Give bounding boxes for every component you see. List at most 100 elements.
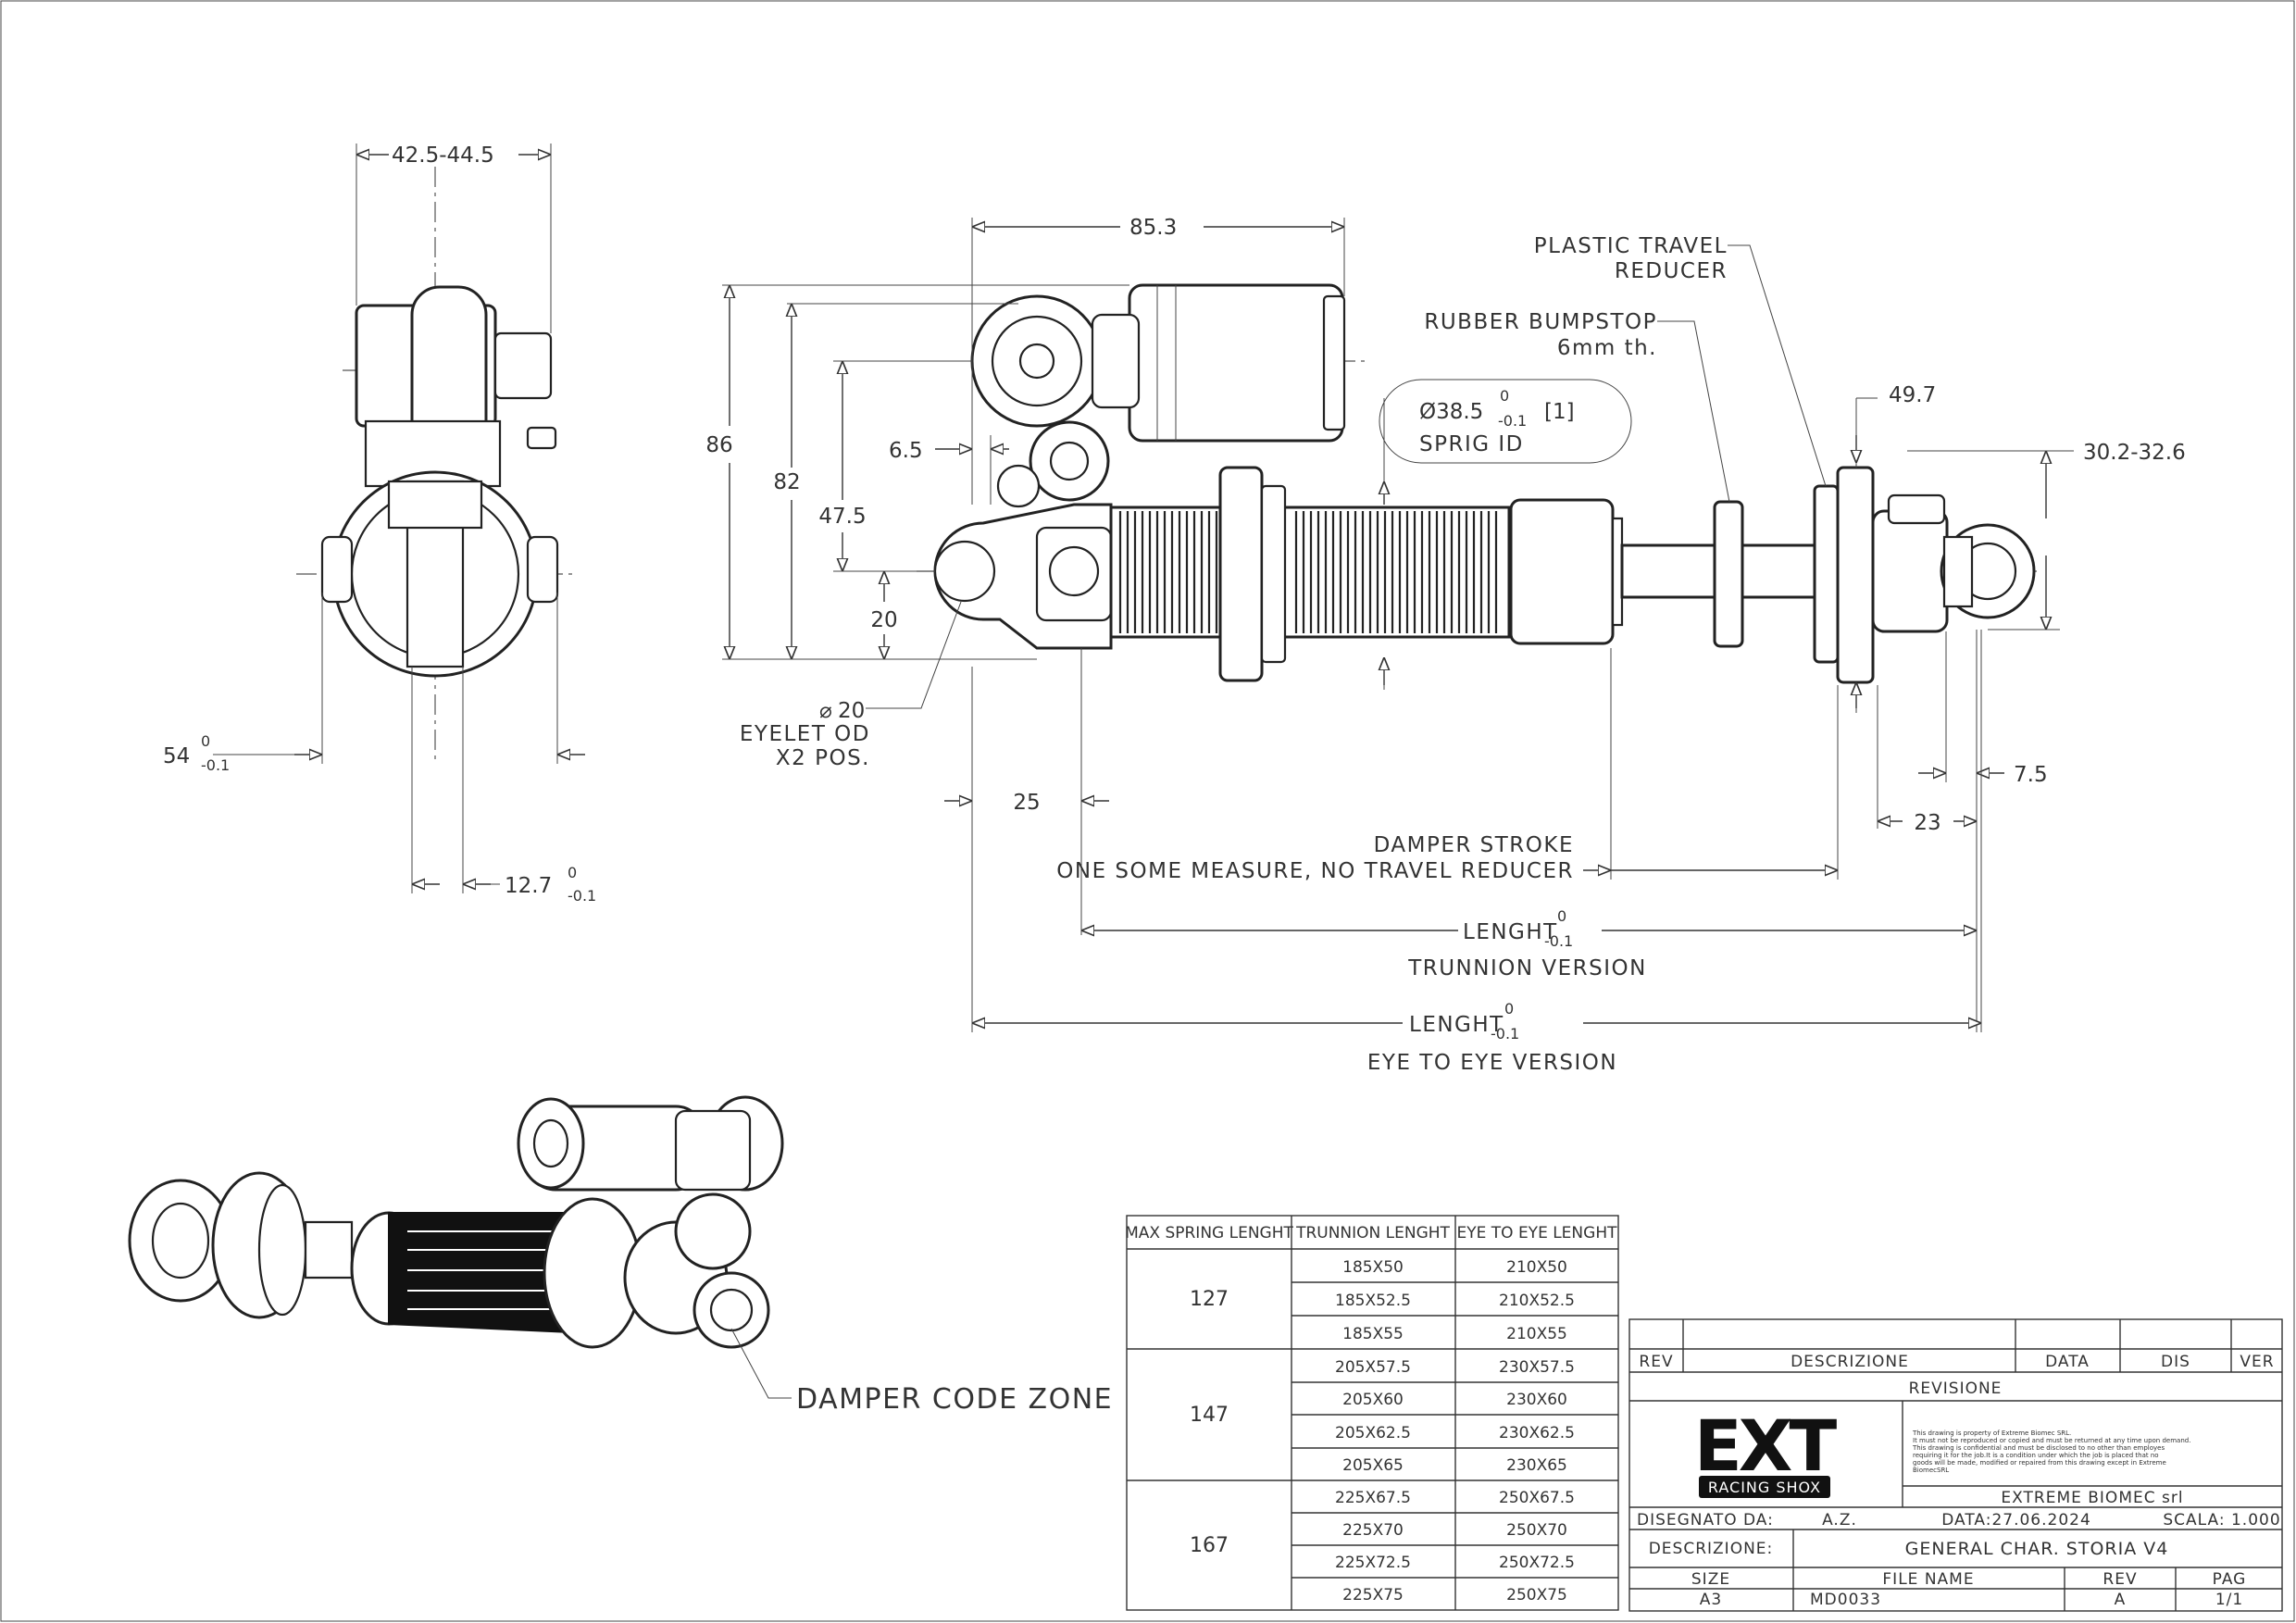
front-view xyxy=(917,283,2041,684)
dim-54-text: 54 xyxy=(163,744,190,768)
table-spring-127: 127 xyxy=(1190,1288,1229,1311)
table-cell: 205X60 xyxy=(1342,1391,1404,1409)
damper-stroke-line1: DAMPER STROKE xyxy=(1374,833,1574,857)
tb-data-header: DATA xyxy=(2045,1353,2090,1371)
eyelet-od-value: 20 xyxy=(838,699,865,723)
spring-id-value: Ø38.5 xyxy=(1419,400,1483,424)
eye-tol-upper: 0 xyxy=(1504,1000,1514,1017)
table-cell: 250X70 xyxy=(1506,1521,1567,1540)
table-cell: 205X65 xyxy=(1342,1456,1404,1475)
tb-disegnato-label: DISEGNATO DA: xyxy=(1637,1511,1774,1529)
table-cell: 230X62.5 xyxy=(1499,1424,1575,1442)
dim-86-text: 86 xyxy=(705,433,732,457)
dim-25-text: 25 xyxy=(1013,791,1040,815)
dim-top-width: 42.5-44.5 xyxy=(356,144,552,333)
table-cell: 250X75 xyxy=(1506,1586,1567,1604)
tb-dis-header: DIS xyxy=(2161,1353,2190,1371)
spring-id-tol-upper: 0 xyxy=(1500,387,1509,405)
logo-main: EXT xyxy=(1694,1405,1838,1487)
plastic-travel-line2: REDUCER xyxy=(1615,259,1728,283)
tb-revisione: REVISIONE xyxy=(1909,1380,2003,1398)
dim-54-tol-lower: -0.1 xyxy=(201,756,230,774)
dim-49-7-text: 49.7 xyxy=(1889,383,1936,407)
dim-offset-25: 25 xyxy=(944,648,1109,1032)
damper-stroke-line2: ONE SOME MEASURE, NO TRAVEL REDUCER xyxy=(1056,859,1574,883)
logo-sub: RACING SHOX xyxy=(1708,1479,1821,1496)
eye-tol-lower: -0.1 xyxy=(1491,1025,1519,1042)
callout-rubber-bumpstop: RUBBER BUMPSTOP 6mm th. xyxy=(1424,310,1730,503)
spring-id-tol-lower: -0.1 xyxy=(1498,412,1527,430)
legal-line5: goods will be made, modified or repaired… xyxy=(1913,1459,2166,1467)
eyelet-positions-text: X2 POS. xyxy=(776,746,870,770)
dim-23: 23 xyxy=(1877,685,1977,835)
isometric-view xyxy=(128,1095,784,1349)
table-cell: 225X75 xyxy=(1342,1586,1404,1604)
table-header-spring: MAX SPRING LENGHT xyxy=(1125,1224,1293,1242)
tb-pag-label: PAG xyxy=(2213,1570,2247,1589)
dim-damper-stroke: DAMPER STROKE ONE SOME MEASURE, NO TRAVE… xyxy=(1056,648,1839,883)
table-cell: 185X55 xyxy=(1342,1325,1404,1343)
dim-width-54: 54 0 -0.1 xyxy=(163,593,585,774)
table-cell: 230X57.5 xyxy=(1499,1358,1575,1377)
dim-30-2-32-6: 30.2-32.6 xyxy=(1907,441,2186,630)
legal-line3: This drawing is confidential and must be… xyxy=(1912,1444,2165,1452)
spring-id-label: SPRIG ID xyxy=(1419,432,1524,456)
callout-damper-code-zone: DAMPER CODE ZONE xyxy=(730,1328,1113,1416)
trunnion-length-text: LENGHT xyxy=(1463,920,1558,944)
dim-54-tol-upper: 0 xyxy=(201,732,210,750)
tb-data-value: DATA:27.06.2024 xyxy=(1941,1511,2091,1529)
thread-lines xyxy=(1118,511,1498,633)
eyelet-od-text: EYELET OD xyxy=(740,722,870,746)
plastic-travel-line1: PLASTIC TRAVEL xyxy=(1534,234,1728,258)
eye-length-text: LENGHT xyxy=(1409,1013,1504,1037)
dim-12-7-text: 12.7 xyxy=(505,874,552,898)
dim-eye-20: 20 xyxy=(861,571,935,660)
dim-top-width-text: 42.5-44.5 xyxy=(392,144,494,168)
table-cell: 230X60 xyxy=(1506,1391,1567,1409)
tb-size-label: SIZE xyxy=(1691,1570,1730,1589)
dim-85-3-text: 85.3 xyxy=(1129,216,1177,240)
ext-logo: EXT RACING SHOX xyxy=(1694,1405,1841,1498)
callout-eyelet-od: ⌀ 20 EYELET OD X2 POS. xyxy=(740,601,962,770)
dim-eye-to-eye-length: LENGHT 0 -0.1 EYE TO EYE VERSION xyxy=(972,630,1982,1075)
side-view xyxy=(296,167,574,759)
spring-id-bubble: Ø38.5 0 -0.1 [1] SPRIG ID xyxy=(1379,379,1632,690)
tb-ver-header: VER xyxy=(2240,1353,2274,1371)
dim-49-7: 49.7 xyxy=(1856,383,1936,713)
table-spring-147: 147 xyxy=(1190,1404,1229,1427)
trunnion-tol-upper: 0 xyxy=(1557,907,1566,925)
legal-line2: It must not be reproduced or copied and … xyxy=(1913,1437,2190,1444)
title-block: REV DESCRIZIONE DATA DIS VER REVISIONE E… xyxy=(1628,1318,2283,1612)
tb-rev-value: A xyxy=(2115,1591,2127,1609)
table-cell: 230X65 xyxy=(1506,1456,1567,1475)
dim-6-5-text: 6.5 xyxy=(889,439,923,463)
tb-company: EXTREME BIOMEC srl xyxy=(2001,1489,2183,1507)
tb-scala-value: SCALA: 1.000 xyxy=(2163,1511,2280,1529)
legal-line6: BiomecSRL xyxy=(1913,1467,1949,1474)
dim-47-5-text: 47.5 xyxy=(818,505,866,529)
table-cell: 205X62.5 xyxy=(1335,1424,1411,1442)
table-cell: 210X50 xyxy=(1506,1258,1567,1277)
tb-file-value: MD0033 xyxy=(1810,1591,1881,1609)
tb-disegnato-value: A.Z. xyxy=(1822,1511,1857,1529)
tb-pag-value: 1/1 xyxy=(2215,1591,2243,1609)
table-cell: 210X55 xyxy=(1506,1325,1567,1343)
dim-7-5-text: 7.5 xyxy=(2014,763,2048,787)
tb-descrizione-label: DESCRIZIONE: xyxy=(1649,1540,1774,1558)
table-cell: 185X52.5 xyxy=(1335,1292,1411,1310)
rubber-bumpstop-line1: RUBBER BUMPSTOP xyxy=(1424,310,1657,334)
table-header-trunnion: TRUNNION LENGHT xyxy=(1295,1224,1450,1242)
tb-descrizione-header: DESCRIZIONE xyxy=(1791,1353,1909,1371)
dim-23-text: 23 xyxy=(1914,811,1940,835)
dim-82-text: 82 xyxy=(773,470,800,494)
eye-version-text: EYE TO EYE VERSION xyxy=(1367,1051,1617,1075)
eyelet-od-symbol: ⌀ xyxy=(819,699,832,723)
trunnion-tol-lower: -0.1 xyxy=(1544,932,1573,950)
legal-line1: This drawing is property of Extreme Biom… xyxy=(1912,1429,2071,1437)
table-spring-167: 167 xyxy=(1190,1534,1229,1557)
table-cell: 210X52.5 xyxy=(1499,1292,1575,1310)
table-cell: 225X70 xyxy=(1342,1521,1404,1540)
callout-plastic-travel-reducer: PLASTIC TRAVEL REDUCER xyxy=(1534,234,1827,487)
damper-code-zone-text: DAMPER CODE ZONE xyxy=(796,1383,1113,1416)
